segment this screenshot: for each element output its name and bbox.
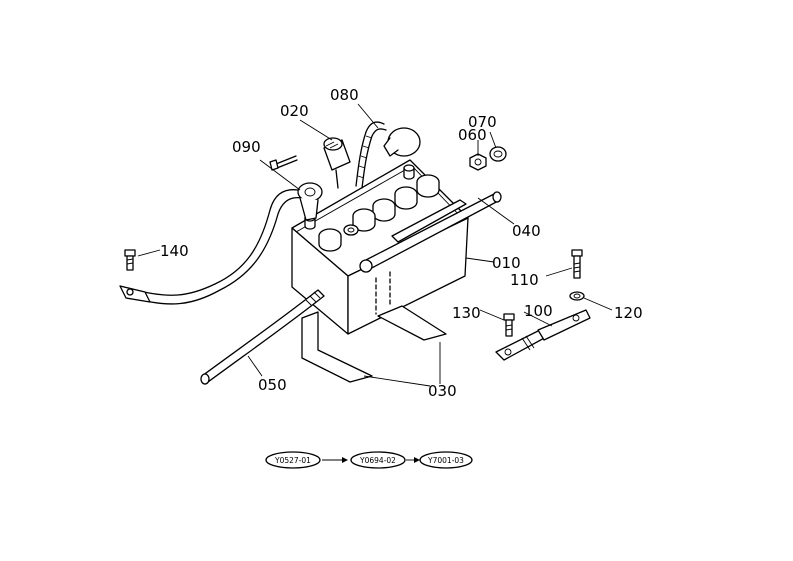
callout-130: 130 bbox=[452, 304, 481, 322]
washer-120[interactable] bbox=[569, 291, 585, 301]
callout-020: 020 bbox=[280, 102, 309, 120]
battery-cap bbox=[318, 228, 342, 252]
version-oval bbox=[265, 451, 321, 469]
version-label: Y0527-01 bbox=[274, 456, 311, 465]
version-label: Y0694-02 bbox=[359, 456, 396, 465]
callout-010: 010 bbox=[492, 254, 521, 272]
callout-040: 040 bbox=[512, 222, 541, 240]
bolt-140[interactable] bbox=[124, 249, 136, 271]
cable-clamp bbox=[297, 182, 323, 221]
battery-cap bbox=[372, 198, 396, 222]
callout-140: 140 bbox=[160, 242, 189, 260]
terminal-clamp[interactable] bbox=[269, 137, 351, 189]
cable-lug bbox=[119, 285, 151, 303]
terminal-cap[interactable] bbox=[489, 146, 507, 162]
callout-060: 060 bbox=[458, 126, 487, 144]
callout-080: 080 bbox=[330, 86, 359, 104]
callout-110: 110 bbox=[510, 271, 539, 289]
ground-strap[interactable] bbox=[495, 309, 591, 361]
hold-down-rod[interactable] bbox=[359, 191, 502, 273]
version-oval bbox=[419, 451, 473, 469]
callout-050: 050 bbox=[258, 376, 287, 394]
version-label: Y7001-03 bbox=[427, 456, 464, 465]
callout-030: 030 bbox=[428, 382, 457, 400]
ground-cable[interactable] bbox=[119, 182, 323, 305]
battery-cap bbox=[394, 186, 418, 210]
nut[interactable] bbox=[469, 153, 487, 171]
callout-100: 100 bbox=[524, 302, 553, 320]
version-history: Y0527-01 Y0694-02 Y7001-03 bbox=[265, 451, 473, 469]
terminal-washer bbox=[343, 224, 359, 236]
positive-cable[interactable] bbox=[355, 121, 421, 189]
callout-090: 090 bbox=[232, 138, 261, 156]
callout-120: 120 bbox=[614, 304, 643, 322]
breather-tube[interactable] bbox=[200, 289, 325, 385]
battery-cap bbox=[416, 174, 440, 198]
version-oval bbox=[350, 451, 406, 469]
bolt-110[interactable] bbox=[571, 249, 583, 279]
battery-bracket[interactable] bbox=[301, 271, 447, 383]
leader-lines bbox=[137, 103, 613, 387]
callout-070: 070 bbox=[468, 113, 497, 131]
bolt-130[interactable] bbox=[503, 313, 515, 337]
